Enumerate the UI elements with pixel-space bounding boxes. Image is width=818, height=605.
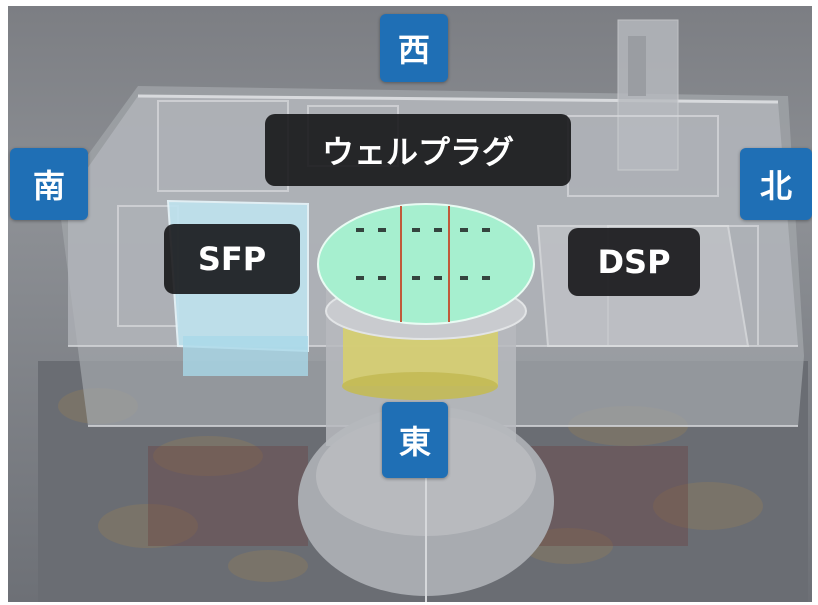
plug-lifting-lugs: [356, 228, 490, 280]
dsp-label-text: DSP: [597, 243, 671, 281]
building-cutaway: [38, 19, 808, 602]
concrete-texture: [58, 388, 763, 582]
well-plug-label: ウェルプラグ: [265, 114, 571, 186]
stack-tower: [617, 19, 679, 171]
direction-south-badge: 南: [10, 148, 88, 220]
sfp-label: SFP: [164, 224, 300, 294]
dsp-label: DSP: [568, 228, 700, 296]
well-plug-disc: [317, 203, 535, 325]
direction-east-badge: 東: [382, 402, 448, 478]
direction-east-text: 東: [398, 423, 431, 461]
reactor-building-diagram: 西 南 北 東 ウェルプラグ SFP DSP: [8, 6, 812, 602]
stack-window: [628, 36, 646, 96]
direction-south-text: 南: [32, 167, 65, 205]
direction-west-badge: 西: [380, 14, 448, 82]
direction-north-text: 北: [759, 167, 792, 205]
sfp-pool-wall: [183, 336, 308, 376]
direction-west-text: 西: [397, 31, 430, 69]
direction-north-badge: 北: [740, 148, 812, 220]
sfp-label-text: SFP: [197, 240, 267, 278]
well-plug-label-text: ウェルプラグ: [321, 133, 514, 171]
